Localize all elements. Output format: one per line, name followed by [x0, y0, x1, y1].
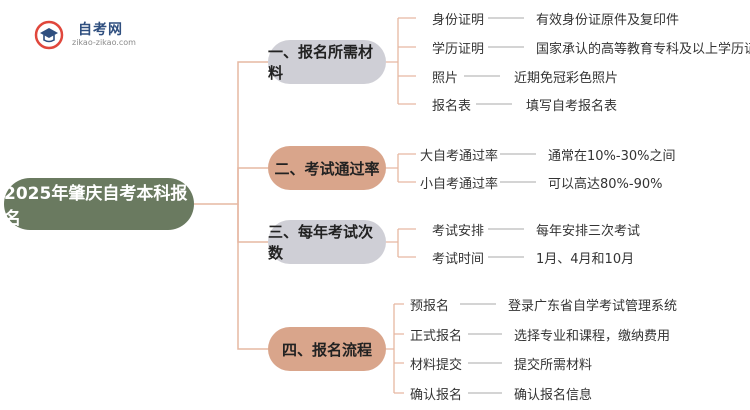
leaf-value: 国家承认的高等教育专科及以上学历证书: [536, 42, 750, 57]
leaf-label: 确认报名: [410, 388, 463, 403]
logo-subtitle: zikao-zikao.com: [72, 38, 136, 47]
connector-root-branch-2: [237, 167, 268, 204]
leaf-value: 选择专业和课程，缴纳费用: [514, 329, 671, 344]
leaf-label: 正式报名: [410, 329, 463, 344]
branch-materials: 一、报名所需材料: [268, 40, 386, 84]
graduation-cap-icon: [34, 20, 64, 50]
root-node: 2025年肇庆自考本科报名: [4, 178, 194, 230]
connector-branch-1-leaves: [386, 17, 416, 105]
connector-branch-4-leaves: [386, 303, 404, 394]
leaf-value: 每年安排三次考试: [536, 224, 641, 239]
leaf-value: 登录广东省自学考试管理系统: [508, 299, 678, 314]
leaf-value: 通常在10%-30%之间: [548, 149, 676, 164]
connector-root-branch-1: [194, 61, 268, 205]
leaf-value: 有效身份证原件及复印件: [536, 13, 680, 28]
leaf-label: 学历证明: [432, 42, 485, 57]
leaf-label: 大自考通过率: [420, 149, 499, 164]
site-logo[interactable]: 自考网 zikao-zikao.com: [34, 18, 144, 52]
leaf-label: 小自考通过率: [420, 177, 499, 192]
leaf-label: 身份证明: [432, 13, 485, 28]
leaf-value-lines: [460, 17, 536, 394]
leaf-label: 预报名: [410, 299, 450, 314]
branch-registration-process: 四、报名流程: [268, 327, 386, 371]
leaf-value: 可以高达80%-90%: [548, 177, 663, 192]
leaf-label: 照片: [432, 71, 459, 86]
leaf-value: 1月、4月和10月: [536, 252, 635, 267]
connector-root-branch-4: [237, 204, 268, 350]
leaf-label: 考试安排: [432, 224, 485, 239]
leaf-label: 考试时间: [432, 252, 485, 267]
leaf-value: 填写自考报名表: [526, 99, 618, 114]
logo-title: 自考网: [78, 22, 123, 38]
connector-root-branch-3: [237, 204, 268, 243]
leaf-value: 确认报名信息: [514, 388, 593, 403]
leaf-label: 材料提交: [410, 358, 463, 373]
leaf-value: 近期免冠彩色照片: [514, 71, 619, 86]
connector-branch-3-leaves: [386, 228, 416, 258]
leaf-value: 提交所需材料: [514, 358, 593, 373]
leaf-label: 报名表: [432, 99, 472, 114]
branch-pass-rate: 二、考试通过率: [268, 146, 386, 190]
connector-branch-2-leaves: [386, 153, 416, 183]
branch-exam-frequency: 三、每年考试次数: [268, 220, 386, 264]
